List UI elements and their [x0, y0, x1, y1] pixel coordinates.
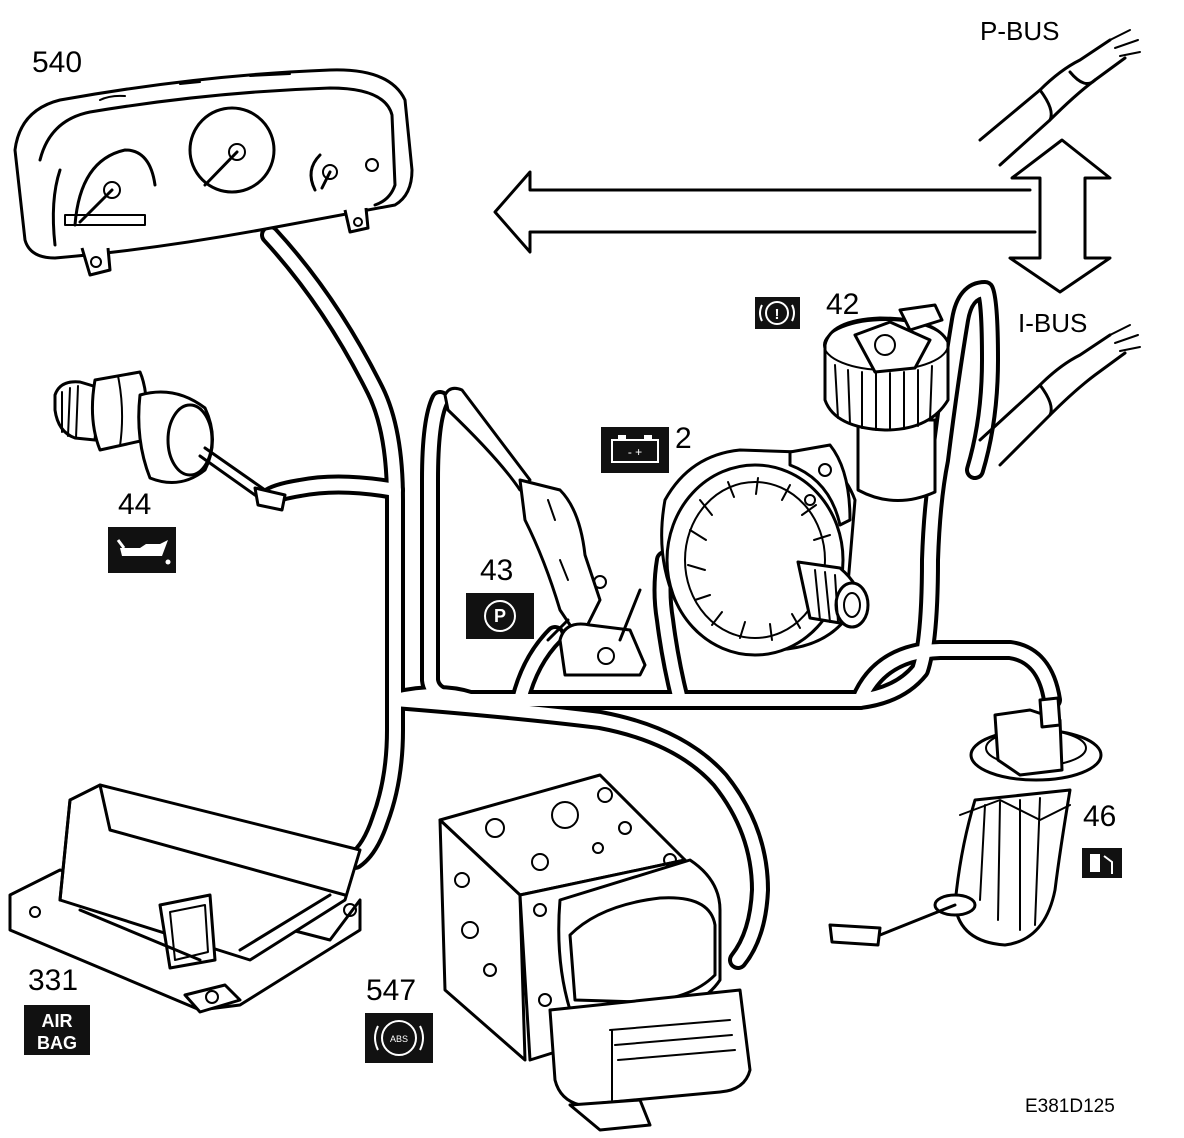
- fuel-pump-sender: 46: [828, 696, 1122, 947]
- drawing-code: E381D125: [1025, 1096, 1115, 1117]
- component-number-547: 547: [366, 974, 416, 1007]
- wiring-harness: [258, 225, 1062, 970]
- component-number-331: 331: [28, 964, 78, 997]
- oil-can-icon: [108, 527, 176, 573]
- parking-brake-letter: P: [494, 606, 506, 626]
- instrument-cluster: 540: [13, 46, 414, 277]
- i-bus-label: I-BUS: [1018, 308, 1087, 338]
- airbag-control-module: 331 AIR BAG: [8, 783, 362, 1055]
- fuel-pump-icon: [1082, 848, 1122, 878]
- abs-icon-text: ABS: [390, 1034, 408, 1044]
- bus-arrows: P-BUS I-BUS: [493, 16, 1141, 467]
- component-number-540: 540: [32, 46, 82, 79]
- brake-warning-mark: !: [775, 306, 780, 323]
- oil-pressure-switch: 44: [53, 370, 287, 573]
- component-number-2: 2: [675, 422, 692, 455]
- i-bus-cable: [978, 324, 1141, 467]
- component-number-46: 46: [1083, 800, 1116, 833]
- battery-icon: - +: [601, 427, 669, 473]
- battery-icon-marks: - +: [628, 445, 642, 459]
- brake-fluid-reservoir: 42 !: [755, 288, 950, 502]
- component-number-42: 42: [826, 288, 859, 321]
- p-bus-label: P-BUS: [980, 16, 1059, 46]
- component-number-43: 43: [480, 554, 513, 587]
- component-number-44: 44: [118, 488, 151, 521]
- airbag-badge: AIR BAG: [24, 1005, 90, 1055]
- abs-icon: ABS: [365, 1013, 433, 1063]
- airbag-badge-line-2: BAG: [37, 1033, 77, 1053]
- alternator: 2 - +: [601, 422, 870, 657]
- p-bus-cable: [978, 29, 1141, 167]
- parking-brake-icon: P: [466, 593, 534, 639]
- airbag-badge-line-1: AIR: [42, 1011, 73, 1031]
- handbrake-switch: 43 P: [443, 386, 647, 677]
- brake-warning-icon: !: [755, 297, 800, 329]
- abs-control-module: 547 ABS: [365, 773, 752, 1132]
